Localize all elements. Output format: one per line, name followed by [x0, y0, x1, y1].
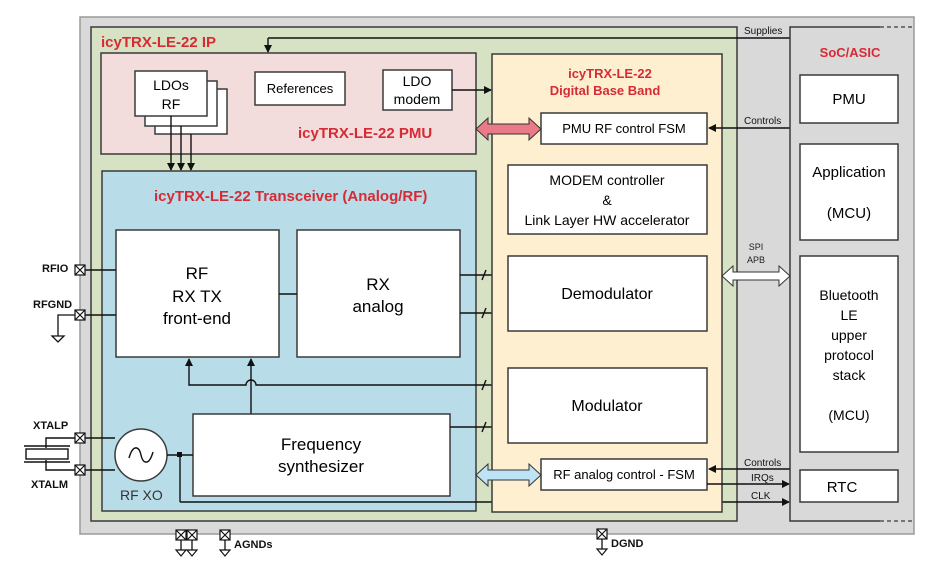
rfio-label: RFIO [42, 263, 69, 275]
bluetooth-label-7: (MCU) [828, 407, 869, 423]
rf-frontend-label-3: front-end [163, 309, 231, 328]
transceiver-title: icyTRX-LE-22 Transceiver (Analog/RF) [154, 188, 427, 205]
bluetooth-label-4: protocol [824, 347, 874, 363]
ldos-rf-box [134, 70, 208, 117]
ldos-rf-label-1: LDOs [153, 77, 189, 93]
references-box [254, 71, 346, 106]
xtalm-label: XTALM [31, 479, 68, 491]
rfgnd-pin-icon [74, 309, 86, 321]
modulator-label: Modulator [571, 398, 643, 415]
modulator-box [507, 367, 708, 444]
pmu-rf-fsm-label: PMU RF control FSM [562, 121, 686, 136]
application-label-1: Application [812, 164, 885, 181]
ldos-rf-label-2: RF [162, 96, 181, 112]
xtalp-pin-icon [74, 432, 86, 444]
rf-frontend-label-1: RF [186, 264, 209, 283]
modem-controller-box [507, 164, 708, 235]
rfgnd-label: RFGND [33, 299, 72, 311]
soc-dashed-edge [880, 26, 914, 522]
pmu-rf-fsm-box [540, 112, 708, 145]
xtalm-pin-icon [74, 464, 86, 476]
freq-synth-label-2: synthesizer [278, 457, 364, 476]
junction-dot [177, 452, 182, 457]
bus-slash [481, 379, 487, 391]
mod-to-rf-line [185, 358, 508, 386]
application-box [799, 143, 899, 241]
ground-icon [50, 314, 75, 343]
bluetooth-label-5: stack [833, 367, 867, 383]
modem-label-3: Link Layer HW accelerator [525, 212, 690, 228]
rfio-pin-icon [74, 264, 86, 276]
application-label-3: (MCU) [827, 205, 871, 222]
soc-pmu-box [799, 74, 899, 124]
controls-bottom-label: Controls [744, 458, 781, 469]
rtc-box [799, 469, 899, 503]
soc-title: SoC/ASIC [820, 45, 881, 60]
spi-label: SPI [749, 242, 764, 252]
rtc-label: RTC [827, 479, 858, 496]
crystal-icon [24, 437, 75, 471]
dgnd-label: DGND [611, 538, 643, 550]
bluetooth-label-1: Bluetooth [819, 287, 878, 303]
bus-slash [481, 307, 487, 319]
ldo-modem-label-1: LDO [403, 73, 432, 89]
rx-analog-label-1: RX [366, 275, 390, 294]
rx-analog-label-2: analog [352, 297, 403, 316]
xtalp-label: XTALP [33, 420, 68, 432]
rf-xo-label: RF XO [120, 487, 163, 503]
references-label: References [267, 81, 334, 96]
supplies-label: Supplies [744, 26, 782, 37]
sine-wave-icon [128, 447, 154, 463]
modem-label-2: & [602, 192, 612, 208]
bluetooth-label-3: upper [831, 327, 867, 343]
pmu-title: icyTRX-LE-22 PMU [298, 125, 432, 142]
ldo-modem-box [382, 69, 453, 111]
ip-title: icyTRX-LE-22 IP [101, 34, 216, 51]
digital-title-1: icyTRX-LE-22 [568, 66, 652, 81]
agnds-label: AGNDs [234, 539, 273, 551]
pmu-bidirectional-arrow [475, 116, 542, 142]
clk-label: CLK [751, 491, 771, 502]
freq-synth-label-1: Frequency [281, 435, 362, 454]
freq-synth-box [192, 413, 451, 497]
bus-slash [481, 269, 487, 281]
ldo-modem-label-2: modem [394, 91, 441, 107]
controls-top-label: Controls [744, 116, 781, 127]
agnd-pin-icons [174, 529, 232, 557]
rf-bidirectional-arrow [475, 462, 542, 488]
rf-frontend-box [115, 229, 280, 358]
demodulator-box [507, 255, 708, 332]
dgnd-pin-icon [595, 528, 609, 556]
bus-slash [481, 421, 487, 433]
demodulator-label: Demodulator [561, 286, 653, 303]
modem-label-1: MODEM controller [549, 172, 664, 188]
soc-pmu-label: PMU [832, 91, 865, 108]
digital-title-2: Digital Base Band [550, 83, 661, 98]
rf-frontend-label-2: RX TX [172, 287, 222, 306]
apb-label: APB [747, 255, 765, 265]
rx-analog-box [296, 229, 461, 358]
rf-analog-fsm-label: RF analog control - FSM [553, 467, 695, 482]
bluetooth-stack-box [799, 255, 899, 453]
irqs-label: IRQs [751, 473, 774, 484]
bluetooth-label-2: LE [840, 307, 857, 323]
